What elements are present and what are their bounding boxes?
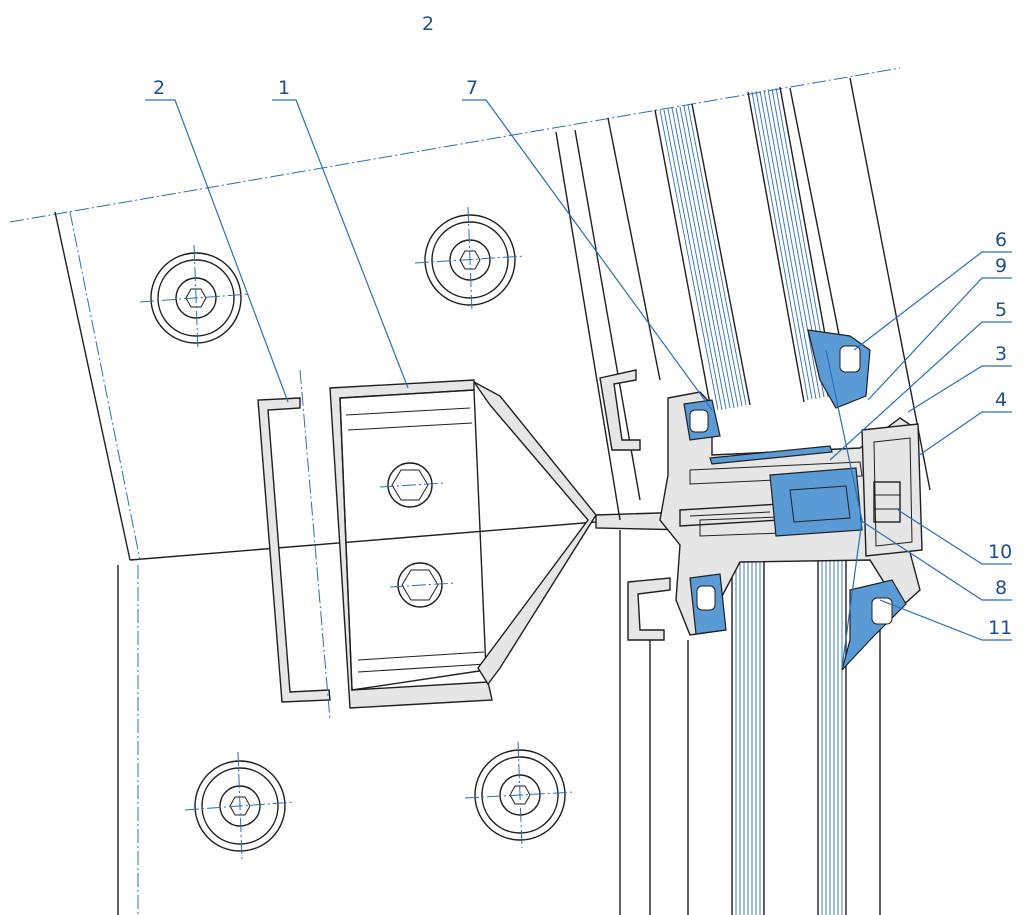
upper-glass-left [654,103,751,416]
callout-1: 1 [278,77,290,99]
bracket-bolt-lower [389,562,456,608]
callout-9: 9 [995,255,1007,277]
callout-6: 6 [995,229,1007,251]
callout-10: 10 [988,541,1012,563]
mullion-lines-upper [555,77,931,521]
callout-leaders [145,99,1012,641]
bolt-top-right [414,206,526,313]
callout-2: 2 [153,77,165,99]
top-centerline [9,67,901,223]
callout-3: 3 [995,343,1007,365]
main-bracket [329,379,597,709]
u-channel-bracket [257,369,331,721]
bolt-top-left [139,244,251,351]
lower-glass-right [817,560,847,915]
bolt-bottom-left [184,751,296,861]
callout-labels: 2 1 7 6 9 5 3 4 10 8 11 [153,77,1012,639]
left-bracket-panel [54,211,621,915]
bracket-bolt-upper [379,462,446,508]
callout-4: 4 [995,389,1007,411]
drawing-top-label: 2 [422,13,434,35]
callout-8: 8 [995,577,1007,599]
callout-7: 7 [466,77,478,99]
lower-glass-left [731,560,765,915]
callout-11: 11 [988,617,1012,639]
bolt-bottom-right [464,741,576,849]
callout-5: 5 [995,299,1007,321]
mullion-lines-lower [619,530,881,915]
